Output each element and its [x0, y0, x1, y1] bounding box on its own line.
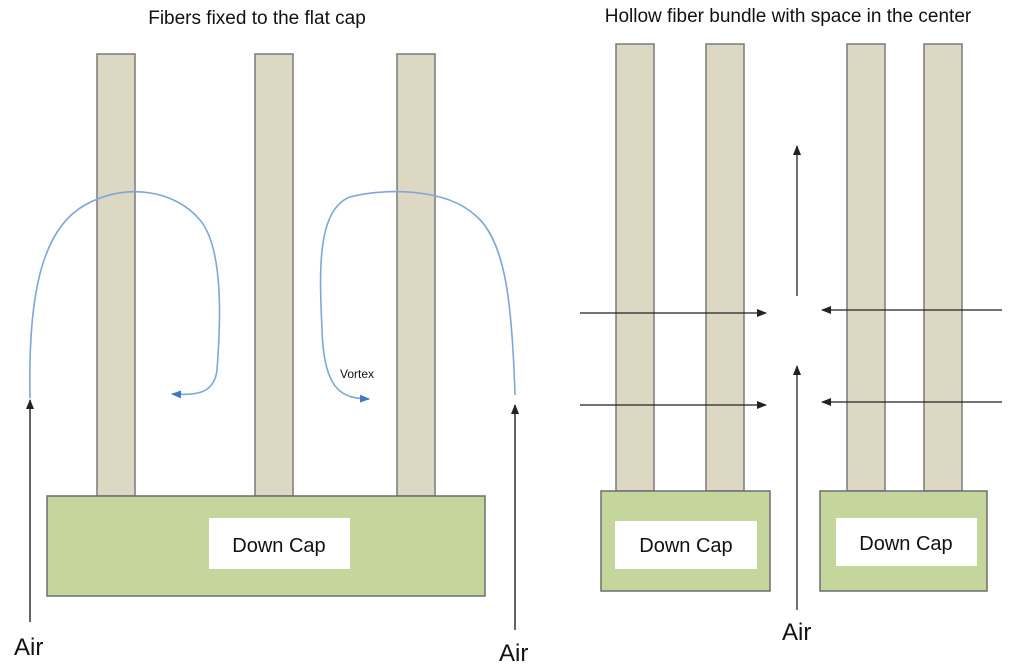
right-cap-left-label-box: [615, 521, 757, 569]
right-panel-title: Hollow fiber bundle with space in the ce…: [605, 6, 972, 27]
right-vortex-curve: [319, 190, 516, 403]
vortex-label: Vortex: [340, 367, 374, 381]
right-fiber-3: [846, 43, 886, 492]
right-fiber-2: [705, 43, 745, 492]
left-vortex-curve: [28, 190, 221, 399]
left-panel-title: Fibers fixed to the flat cap: [148, 8, 366, 29]
left-cap-label: Down Cap: [232, 535, 325, 557]
left-fiber-1: [96, 53, 136, 497]
left-cap-label-box: [209, 518, 350, 569]
right-fiber-4: [923, 43, 963, 492]
right-panel: Hollow fiber bundle with space in the ce…: [580, 6, 1002, 646]
air-label-left: Air: [14, 634, 43, 661]
left-fiber-2: [254, 53, 294, 497]
right-fiber-1: [615, 43, 655, 492]
right-cap-right-label-box: [836, 518, 977, 566]
right-cap-right-label: Down Cap: [859, 533, 952, 555]
left-fiber-3: [396, 53, 436, 497]
left-panel: Fibers fixed to the flat cap Down Cap Vo…: [14, 8, 528, 667]
right-cap-left-label: Down Cap: [639, 535, 732, 557]
air-label-right: Air: [499, 640, 528, 666]
air-label-center: Air: [782, 619, 811, 646]
